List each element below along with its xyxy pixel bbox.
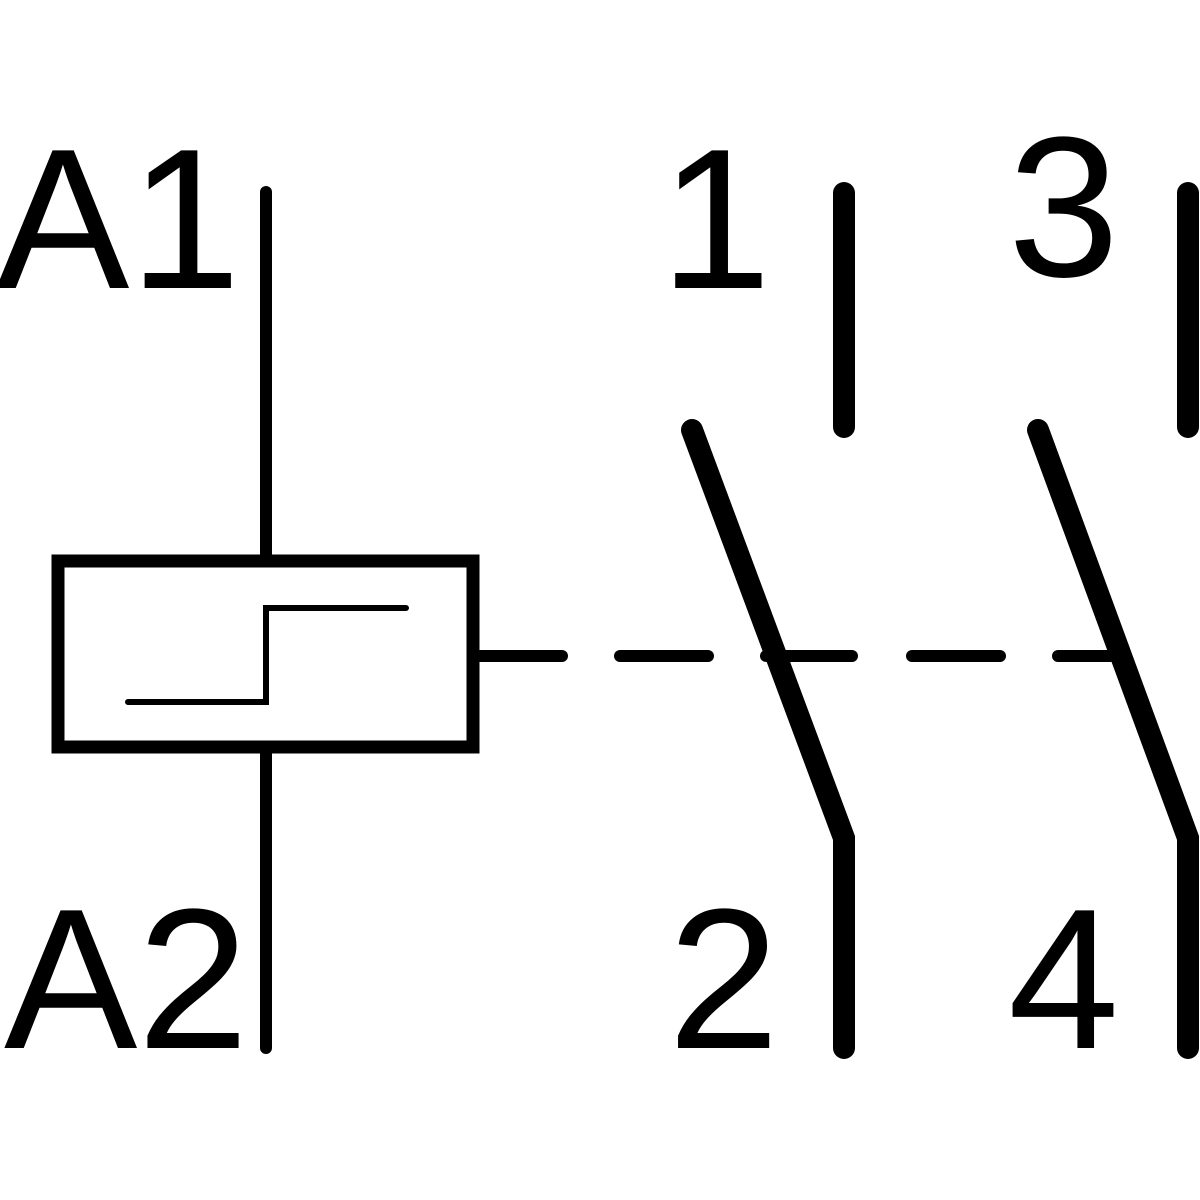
terminal-label-a2: A2 [4,868,249,1091]
contact-1-moving-blade [681,419,855,1059]
terminal-label-4: 4 [1008,868,1119,1091]
step-symbol [125,605,409,705]
terminal-label-2: 2 [668,868,779,1091]
terminal-label-1: 1 [660,108,771,331]
relay-coil [51,554,480,754]
contact-2-moving-blade [1027,419,1199,1059]
terminal-label-3: 3 [1008,96,1119,319]
terminal-label-a1: A1 [0,108,241,331]
contact-3-4 [1027,182,1199,1059]
contact-1-2 [681,182,855,1059]
